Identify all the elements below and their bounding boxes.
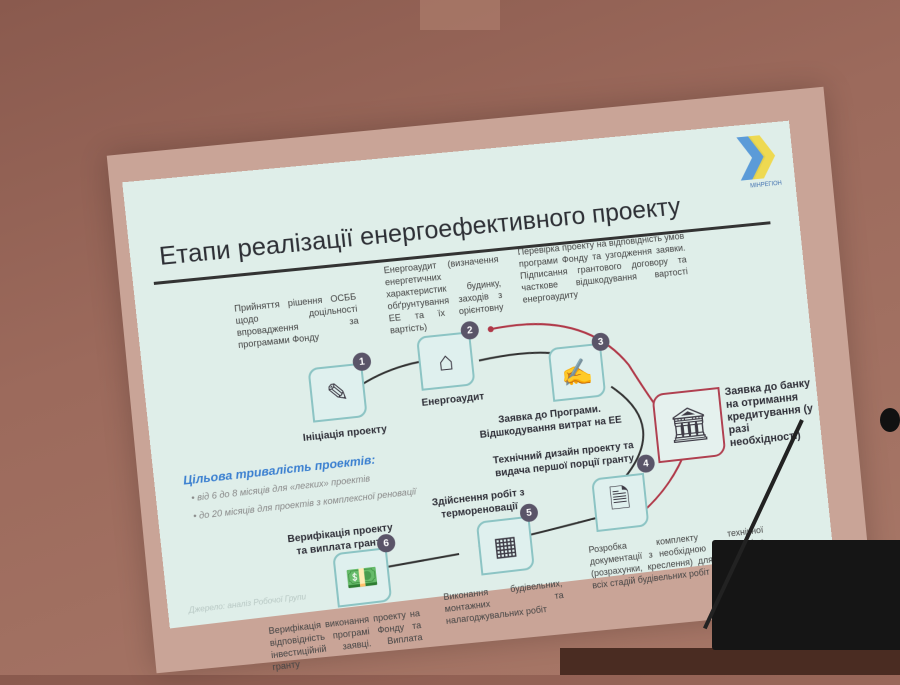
bank-icon: 🏛 [651, 387, 726, 463]
house-magnifier-icon: ⌂ [416, 331, 475, 390]
contract-signing-icon: ✍ [548, 343, 607, 402]
brick-wall-trowel-icon: ▦ [476, 516, 535, 576]
ceiling-fixture [420, 0, 500, 30]
blueprint-document-icon: 🗎 [591, 473, 649, 532]
idea-document-icon: ✎ [307, 363, 367, 423]
money-stack-icon: 💵 [332, 547, 392, 607]
bank-application-label: Заявка до банку на отримання кредитуванн… [724, 377, 822, 451]
stage-2-description: Енергоаудит (визначення енергетичних хар… [383, 253, 505, 336]
desk [560, 648, 900, 675]
microphone-icon [880, 408, 900, 432]
